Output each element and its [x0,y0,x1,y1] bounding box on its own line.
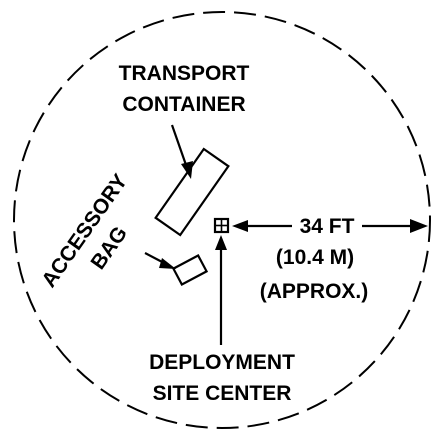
site-boundary-circle [13,11,431,429]
distance-label-m: (10.4 M) [276,246,354,269]
transport-container-leader [170,124,188,166]
accessory-bag-label: ACCESSORY BAG [37,170,132,292]
accessory-bag-shape [171,253,209,287]
site-center-marker [213,217,230,234]
distance-label-approx: (APPROX.) [260,280,369,303]
transport-container-arrowhead [181,161,193,179]
site-center-label-line2: SITE CENTER [153,382,292,405]
dimension-arrowhead-left [232,220,248,232]
transport-container-label-line2: CONTAINER [122,93,245,116]
site-center-label-line1: DEPLOYMENT [149,351,295,374]
dimension-arrowhead-right [410,219,428,233]
distance-label-ft: 34 FT [300,215,355,238]
site-center-arrowhead [215,235,227,250]
accessory-bag-arrowhead [159,258,176,269]
transport-container-label-line1: TRANSPORT [119,62,250,85]
transport-container-shape [154,147,230,237]
